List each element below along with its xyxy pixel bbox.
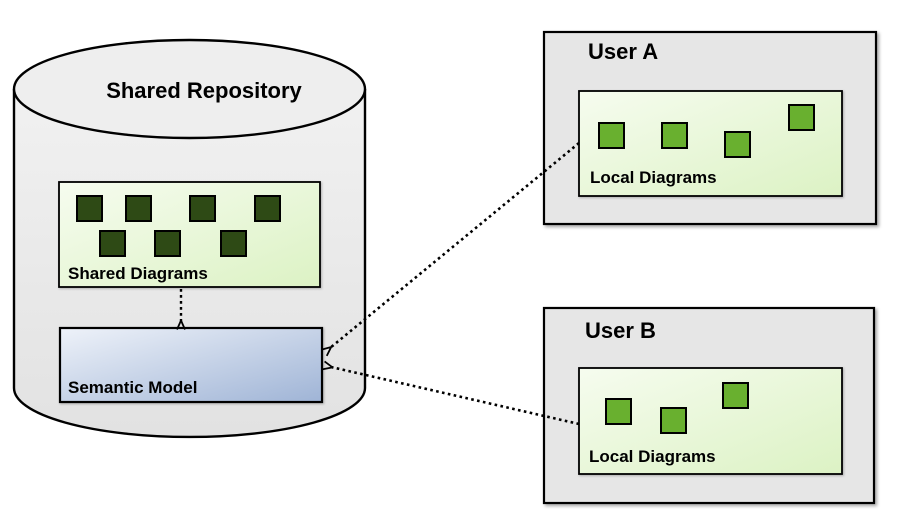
diagram-square	[722, 382, 749, 409]
shared-diagrams-label: Shared Diagrams	[68, 264, 208, 283]
user-a-box: User A Local Diagrams	[542, 30, 878, 226]
user-a-local-diagrams-label: Local Diagrams	[590, 168, 717, 187]
diagram-square	[661, 122, 688, 149]
arrow-user-b-to-semantic-model	[331, 367, 580, 426]
semantic-model-label: Semantic Model	[68, 378, 197, 397]
diagram-square	[220, 230, 247, 257]
diagram-square	[660, 407, 687, 434]
user-a-title: User A	[588, 39, 658, 64]
diagram-square	[254, 195, 281, 222]
cylinder-top-ellipse	[12, 38, 367, 140]
arrow-user-a-to-semantic-model	[330, 141, 580, 348]
user-b-local-diagrams-label: Local Diagrams	[589, 447, 716, 466]
diagram-square	[598, 122, 625, 149]
user-b-title: User B	[585, 318, 656, 343]
diagram-square	[154, 230, 181, 257]
semantic-model-box	[58, 326, 324, 404]
diagram-square	[125, 195, 152, 222]
user-a-local-squares	[598, 104, 815, 158]
shared-diagrams-squares	[76, 195, 281, 257]
user-b-box: User B Local Diagrams	[542, 306, 876, 505]
diagram-square	[605, 398, 632, 425]
diagram-square	[76, 195, 103, 222]
repository-title: Shared Repository	[106, 78, 302, 103]
semantic-model-panel: Semantic Model	[58, 326, 324, 404]
diagram-square	[189, 195, 216, 222]
user-b-local-squares	[605, 382, 749, 434]
diagram-square	[99, 230, 126, 257]
diagram-square	[724, 131, 751, 158]
shared-diagrams-panel: Shared Diagrams	[58, 181, 321, 288]
diagram-square	[788, 104, 815, 131]
